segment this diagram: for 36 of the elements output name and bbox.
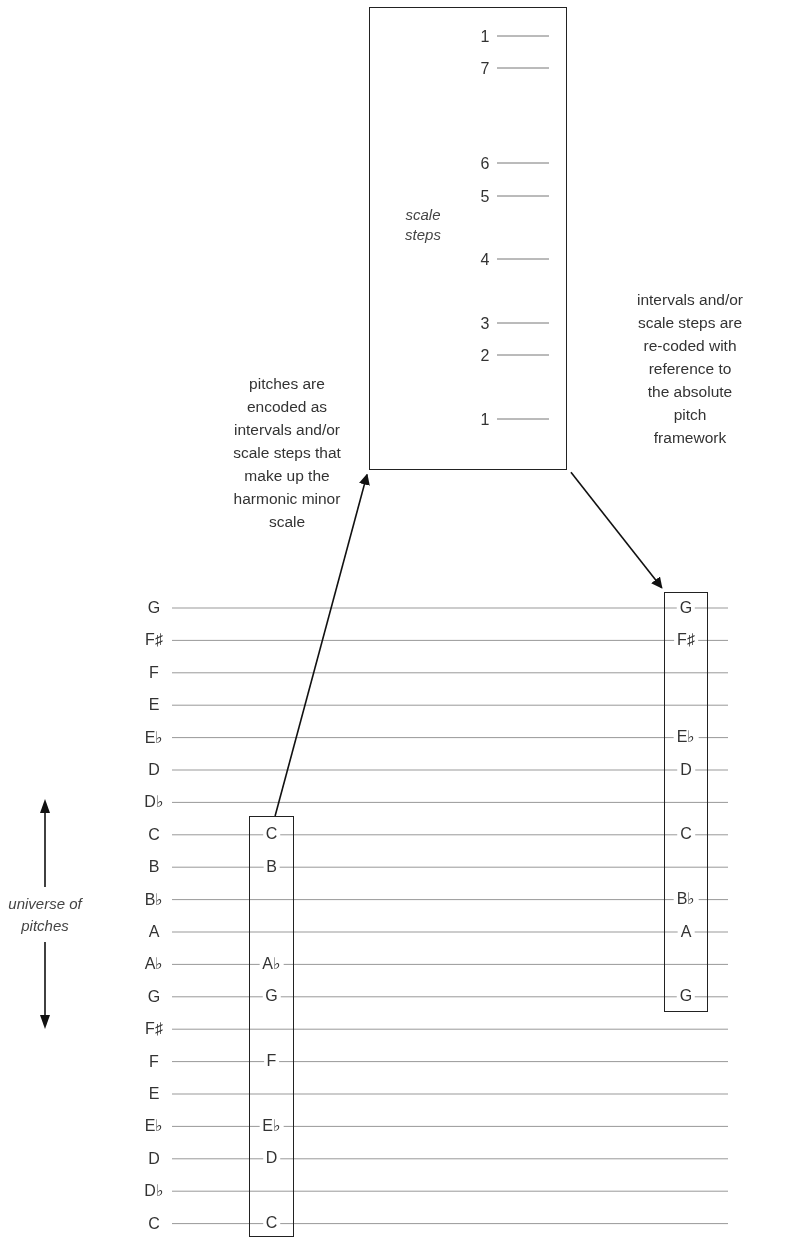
pitch-name: E♭ — [143, 1117, 165, 1136]
pitch-name: D — [147, 761, 161, 779]
step-number: 6 — [479, 155, 491, 173]
pitch-name: D♭ — [143, 793, 165, 812]
pitch-name: A — [147, 923, 161, 941]
pitch-name: F — [148, 663, 160, 682]
step-number: 1 — [479, 28, 491, 46]
step-number: 5 — [479, 188, 491, 206]
note-name: F♯ — [674, 630, 698, 649]
scale-steps-box — [369, 7, 567, 470]
scale-box — [249, 816, 294, 1237]
scale-box — [664, 592, 708, 1012]
arrow — [570, 471, 663, 589]
pitch-name: F♯ — [144, 631, 164, 650]
pitch-name: B — [147, 858, 161, 877]
pitch-name: E♭ — [143, 728, 165, 747]
step-number: 1 — [479, 411, 491, 429]
pitch-name: C — [147, 1214, 161, 1233]
step-number: 3 — [479, 315, 491, 333]
box-heading: scale steps — [404, 205, 442, 245]
pitch-name: G — [146, 987, 162, 1006]
axis-label: universe of pitches — [7, 894, 84, 936]
pitch-name: D — [147, 1149, 161, 1168]
pitch-name: E — [147, 1085, 161, 1103]
pitch-name: D♭ — [143, 1182, 165, 1201]
arrow — [274, 473, 370, 817]
step-number: 2 — [479, 347, 491, 365]
pitch-name: E — [147, 696, 161, 715]
pitch-name: G — [146, 599, 162, 617]
pitch-name: F♯ — [144, 1020, 164, 1039]
pitch-name: B♭ — [143, 890, 165, 909]
step-number: 7 — [479, 60, 491, 78]
pitch-name: C — [147, 825, 161, 844]
pitch-name: F — [148, 1052, 160, 1071]
step-number: 4 — [479, 251, 491, 269]
pitch-name: A♭ — [143, 955, 165, 974]
